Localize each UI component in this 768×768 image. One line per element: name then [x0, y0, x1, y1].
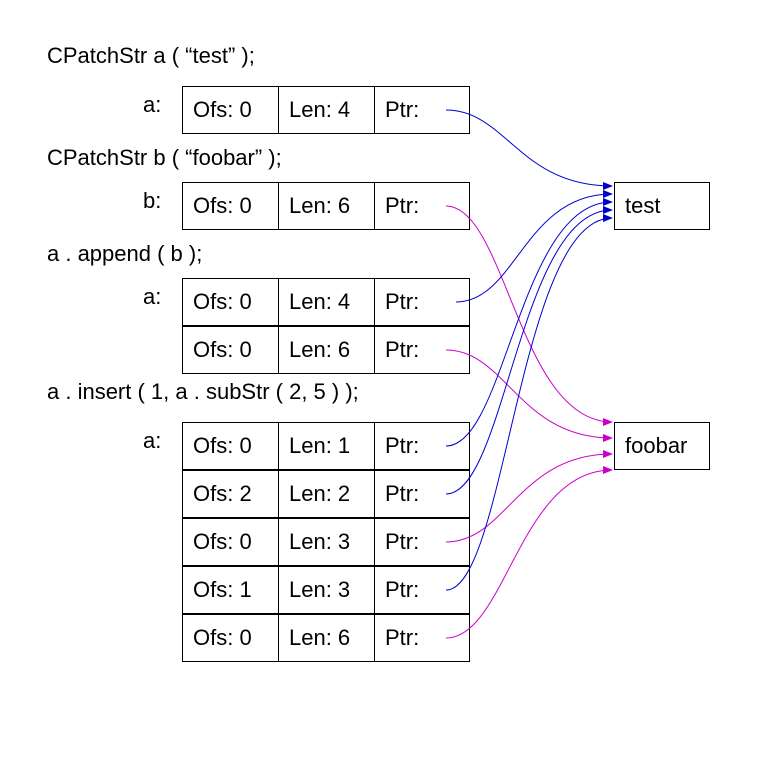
ofs-cell: Ofs: 2 [182, 470, 279, 518]
variable-label-a: a: [143, 92, 162, 117]
len-cell: Len: 3 [278, 566, 375, 614]
buffer-test: test [614, 182, 710, 230]
ptr-cell: Ptr: [374, 614, 470, 662]
variable-label-a-insert: a: [143, 428, 162, 453]
ptr-cell: Ptr: [374, 278, 470, 326]
len-cell: Len: 4 [278, 86, 375, 134]
ofs-cell: Ofs: 0 [182, 518, 279, 566]
pointer-arrow-foobar [445, 349, 613, 442]
variable-label-b: b: [143, 188, 162, 213]
len-cell: Len: 6 [278, 614, 375, 662]
pointer-arrow-test [445, 214, 613, 591]
len-cell: Len: 1 [278, 422, 375, 470]
statement-construct-b: CPatchStr b ( “foobar” ); [47, 145, 282, 170]
pointer-arrow-foobar [445, 205, 613, 426]
ptr-cell: Ptr: [374, 518, 470, 566]
ptr-cell: Ptr: [374, 182, 470, 230]
statement-insert: a . insert ( 1, a . subStr ( 2, 5 ) ); [47, 379, 359, 404]
pointer-arrow-test [455, 190, 613, 303]
statement-construct-a: CPatchStr a ( “test” ); [47, 43, 255, 68]
pointer-arrow-test [445, 198, 613, 447]
len-cell: Len: 3 [278, 518, 375, 566]
len-cell: Len: 6 [278, 182, 375, 230]
ptr-cell: Ptr: [374, 470, 470, 518]
ptr-cell: Ptr: [374, 326, 470, 374]
ptr-cell: Ptr: [374, 566, 470, 614]
ptr-cell: Ptr: [374, 422, 470, 470]
ofs-cell: Ofs: 1 [182, 566, 279, 614]
pointer-arrow-foobar [445, 450, 613, 543]
pointer-arrow-foobar [445, 466, 613, 639]
pointer-arrow-test [445, 109, 613, 190]
len-cell: Len: 4 [278, 278, 375, 326]
ofs-cell: Ofs: 0 [182, 278, 279, 326]
buffer-foobar: foobar [614, 422, 710, 470]
ofs-cell: Ofs: 0 [182, 614, 279, 662]
statement-append: a . append ( b ); [47, 241, 203, 266]
pointer-arrow-test [445, 206, 613, 495]
ofs-cell: Ofs: 0 [182, 86, 279, 134]
ofs-cell: Ofs: 0 [182, 182, 279, 230]
variable-label-a-append: a: [143, 284, 162, 309]
